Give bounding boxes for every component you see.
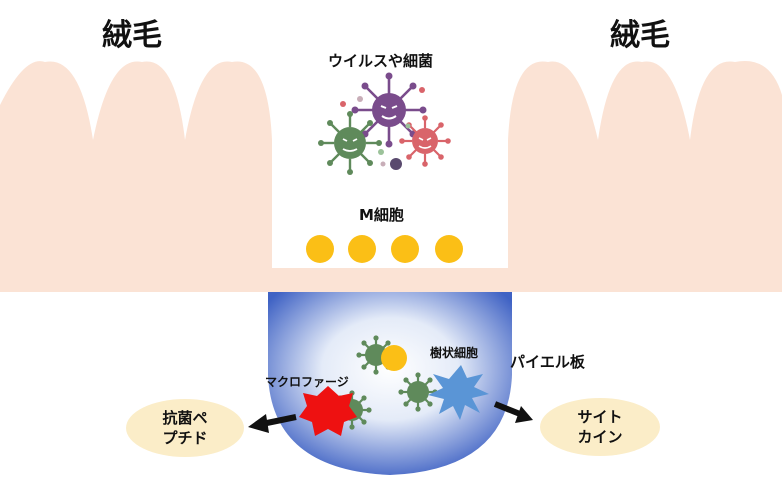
pathogens-label: ウイルスや細菌: [328, 52, 434, 70]
m-cell: [435, 235, 463, 263]
antimicrobial-peptide-pill: 抗菌ペプチド: [126, 399, 244, 457]
m-cells: [306, 235, 463, 263]
virus-green-icon: [397, 371, 439, 413]
dendritic-cell-label: 樹状細胞: [430, 346, 479, 360]
m-cell-label: M細胞: [359, 206, 404, 224]
villi-left: [0, 61, 272, 292]
virus-purple-icon: [351, 72, 427, 148]
cytokine-text: サイトカイン: [577, 408, 623, 446]
villi-right-label: 絨毛: [610, 18, 670, 53]
dendritic-cell: [428, 365, 489, 420]
virus-red-icon: [399, 115, 451, 167]
virus-green-icon: [318, 111, 382, 175]
antimicrobial-peptide-text: 抗菌ペプチド: [162, 409, 208, 447]
macrophage-cell: [299, 386, 357, 436]
bacteria-dots: [340, 87, 425, 170]
cytokine-pill: サイトカイン: [540, 398, 660, 456]
antigen-yellow: [381, 345, 407, 371]
arrow-right-icon: [493, 401, 533, 423]
epithelium-base: [272, 268, 508, 292]
villi-right: [508, 60, 782, 293]
villi-left-label: 絨毛: [102, 18, 162, 53]
m-cell: [391, 235, 419, 263]
macrophage-label: マクロファージ: [265, 375, 349, 389]
arrow-left-icon: [248, 414, 297, 433]
peyer-patch-label: パイエル板: [510, 353, 585, 371]
m-cell: [348, 235, 376, 263]
pathogens-cluster: [318, 72, 451, 175]
m-cell: [306, 235, 334, 263]
